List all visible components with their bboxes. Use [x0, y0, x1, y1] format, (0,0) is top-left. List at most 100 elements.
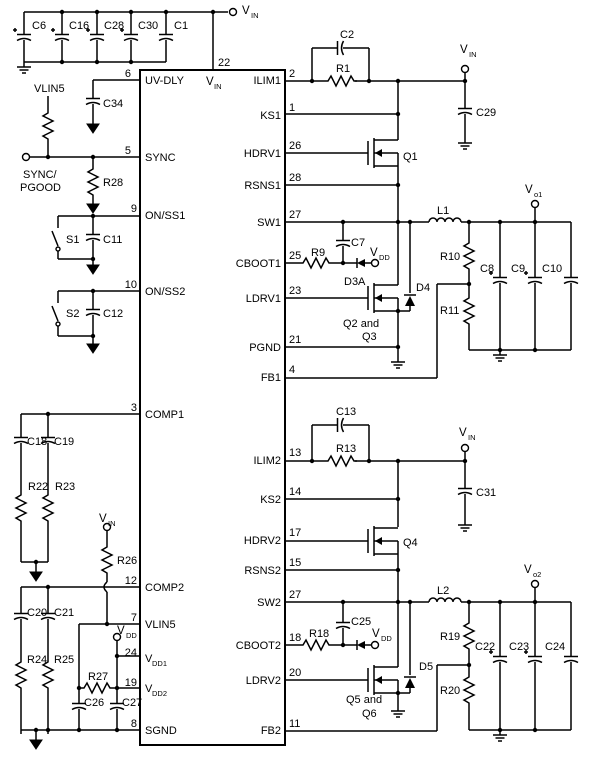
pin-number: 7 [131, 612, 137, 624]
sync-pgood-label-2: PGOOD [20, 182, 61, 194]
pin-number: 4 [289, 364, 295, 376]
pin-number: 26 [289, 140, 301, 152]
pin-number: 6 [125, 68, 131, 80]
vin-label-top: V [242, 5, 250, 17]
vin-label-ch1: V [460, 44, 468, 56]
pin-number: 10 [125, 279, 137, 291]
pin-name: KS2 [260, 494, 281, 506]
label-c29: C29 [476, 107, 496, 119]
label-c31: C31 [476, 487, 496, 499]
sync-pgood-label-1: SYNC/ [23, 169, 58, 181]
label-l2: L2 [437, 585, 449, 597]
pin-number-vin: 22 [218, 57, 230, 69]
vdd-sub-ch1: DD [379, 253, 390, 262]
pin-name: ILIM2 [253, 455, 281, 467]
pin-name: SYNC [145, 152, 176, 164]
label-q5q6-1: Q5 and [346, 694, 382, 706]
pin-number: 23 [289, 285, 301, 297]
vdd-label-ch1: V [370, 247, 378, 259]
pin-name: V [145, 653, 153, 665]
vin-label-ch2: V [459, 427, 467, 439]
pin-number: 24 [125, 647, 137, 659]
label-r1: R1 [336, 63, 350, 75]
sync-network: VLIN5 R28 SYNC/ PGOOD [20, 83, 140, 214]
label-q2q3-2: Q3 [362, 331, 377, 343]
label-c24: C24 [545, 641, 565, 653]
uvdly-network: C34 [85, 79, 140, 134]
label-r25: R25 [54, 654, 74, 666]
label-c27: C27 [122, 697, 142, 709]
label-r27: R27 [88, 671, 108, 683]
pin-name: KS1 [260, 110, 281, 122]
label-r13: R13 [336, 443, 356, 455]
pin-number: 17 [289, 527, 301, 539]
pin-number: 1 [289, 102, 295, 114]
pin-name: V [145, 683, 153, 695]
label-d4: D4 [416, 282, 430, 294]
label-c9: C9 [511, 263, 525, 275]
vo2-sub: o2 [533, 570, 541, 579]
pin-name: CBOOT2 [236, 640, 281, 652]
label-l1: L1 [437, 205, 449, 217]
pin-name-sub: DD1 [152, 659, 167, 668]
label-c25: C25 [351, 616, 371, 628]
pin-name-sub: DD2 [152, 689, 167, 698]
label-c10: C10 [542, 263, 562, 275]
label-c34: C34 [103, 98, 123, 110]
label-r18: R18 [309, 628, 329, 640]
pin-name: ON/SS1 [145, 210, 185, 222]
label-d3a: D3A [344, 276, 366, 288]
label-r24: R24 [27, 654, 47, 666]
label-c26: C26 [84, 697, 104, 709]
pin-number: 11 [289, 718, 300, 730]
ic-vin-label: V [206, 76, 214, 88]
label-c30: C30 [138, 20, 158, 32]
label-q4: Q4 [403, 537, 418, 549]
vin-sub-ch2: IN [468, 433, 476, 442]
pin-name: SW1 [257, 217, 281, 229]
label-c23: C23 [509, 641, 529, 653]
label-c18: C18 [27, 436, 47, 448]
pin-number: 27 [289, 209, 301, 221]
label-c22: C22 [475, 641, 495, 653]
vo1-sub: o1 [534, 190, 542, 199]
pin-number: 5 [125, 145, 131, 157]
label-c21: C21 [54, 607, 74, 619]
left-pin-labels: UV-DLY 6 SYNC 5 ON/SS1 9 ON/SS2 10 COMP1… [125, 68, 186, 737]
label-q2q3-1: Q2 and [343, 318, 379, 330]
pin-number: 3 [131, 402, 137, 414]
pin-name: ILIM1 [253, 75, 281, 87]
label-c16: C16 [69, 20, 89, 32]
label-c1: C1 [174, 20, 188, 32]
ic-body [139, 69, 286, 746]
label-c28: C28 [104, 20, 124, 32]
pin-number: 28 [289, 172, 301, 184]
vlin5-label: VLIN5 [34, 83, 65, 95]
pin-name: UV-DLY [145, 75, 185, 87]
label-c12: C12 [103, 308, 123, 320]
comp2-network: V IN R26 C20 C21 R24 R25 V DD [13, 513, 142, 750]
label-q1: Q1 [403, 151, 418, 163]
right-pin-labels: ILIM1 2 KS1 1 HDRV1 26 RSNS1 28 SW1 27 C… [236, 68, 301, 737]
pin-number: 14 [289, 486, 301, 498]
pin-name: LDRV1 [246, 293, 281, 305]
label-r19: R19 [440, 631, 460, 643]
label-c7: C7 [351, 237, 365, 249]
channel-2: R13 C13 V IN C31 Q4 [285, 406, 579, 742]
pin-number: 15 [289, 557, 301, 569]
pin-name: SW2 [257, 597, 281, 609]
pin-name: FB2 [261, 725, 281, 737]
pin-number: 21 [289, 334, 301, 346]
label-c11: C11 [103, 234, 122, 246]
label-c19: C19 [54, 436, 74, 448]
vin-sub-top: IN [251, 11, 259, 20]
pin-number: 20 [289, 667, 301, 679]
pin-name: COMP2 [145, 582, 184, 594]
pin-name: SGND [145, 725, 177, 737]
pin-number: 2 [289, 68, 295, 80]
pin-name: LDRV2 [246, 675, 281, 687]
pin-number: 9 [131, 203, 137, 215]
label-c13: C13 [336, 406, 356, 418]
pin-name: CBOOT1 [236, 258, 281, 270]
label-r9: R9 [311, 247, 325, 259]
